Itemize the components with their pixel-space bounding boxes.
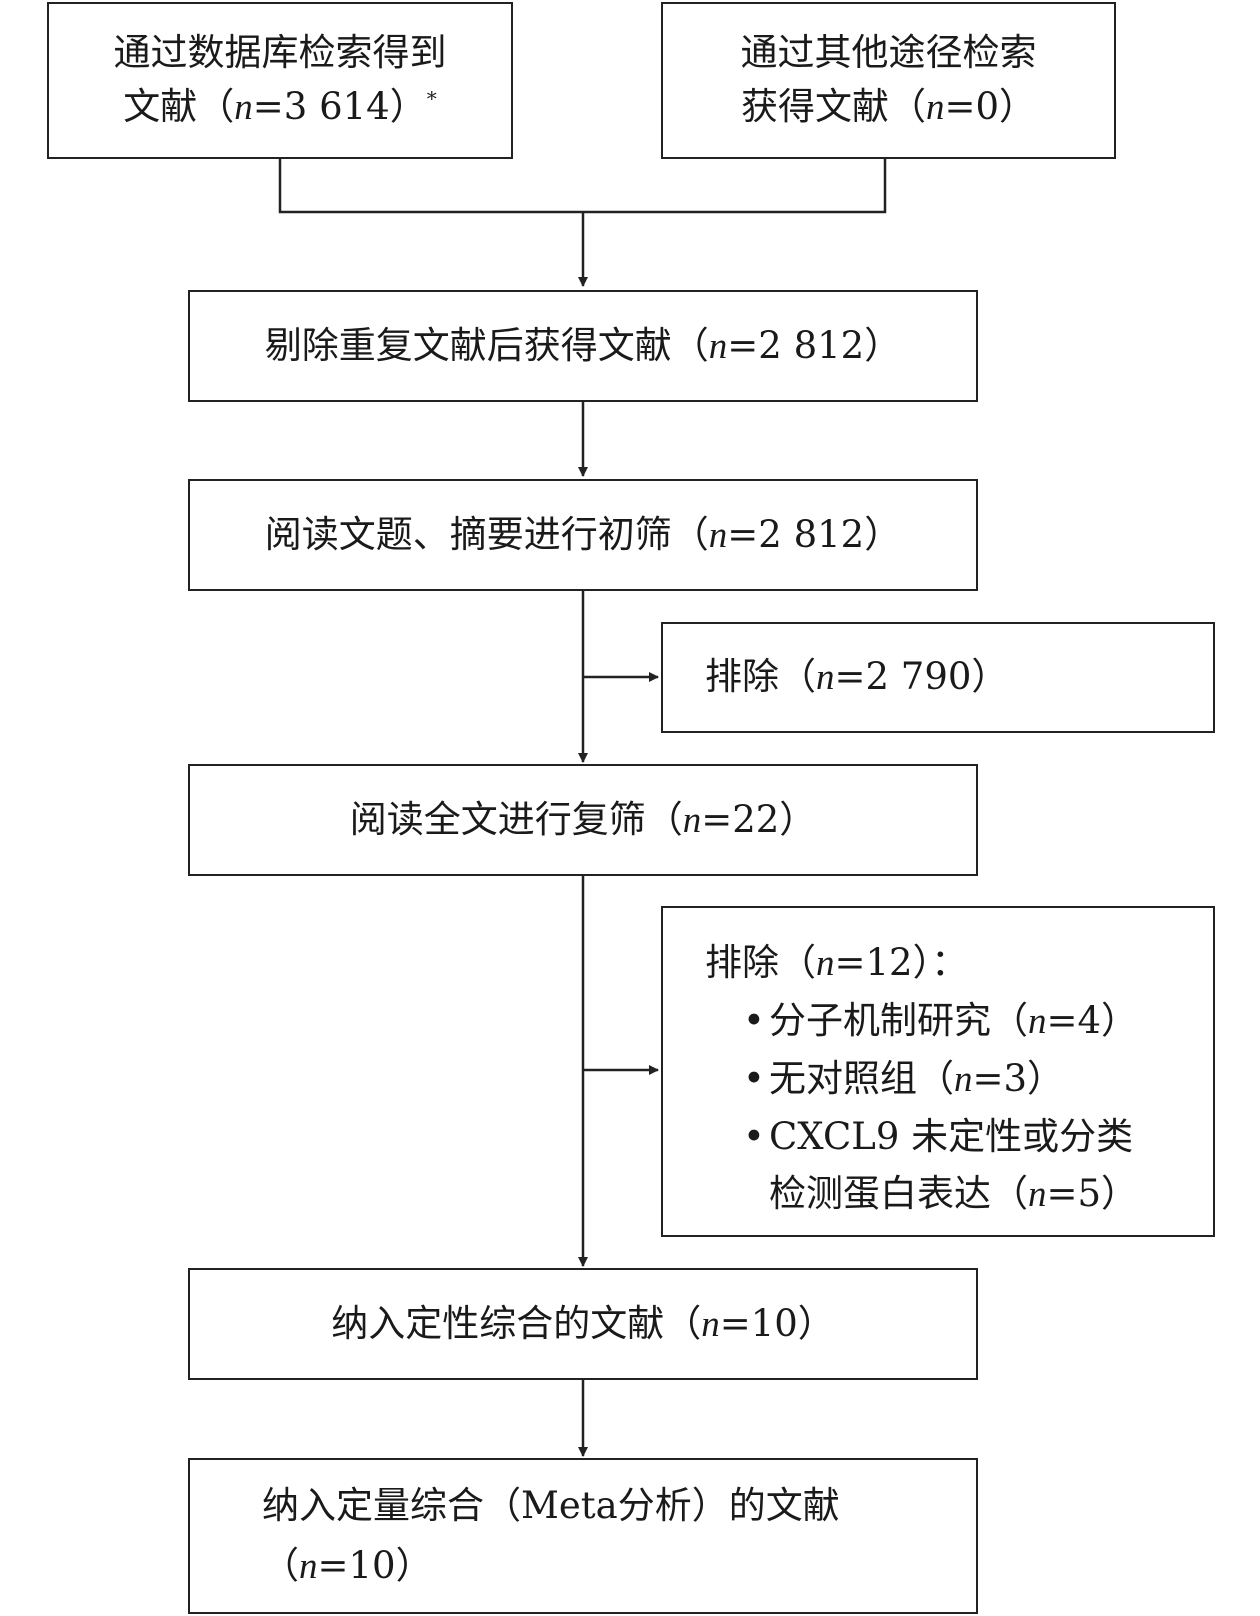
quantitative-box: 纳入定量综合（Meta分析）的文献 （n=10）	[188, 1458, 978, 1614]
screening-box: 阅读文题、摘要进行初筛（n=2 812）	[188, 479, 978, 591]
other-sources-box: 通过其他途径检索 获得文献（n=0）	[661, 2, 1116, 159]
footnote-mark: *	[426, 86, 437, 111]
qualitative-box: 纳入定性综合的文献（n=10）	[188, 1268, 978, 1380]
exclusion-box-2: 排除（n=12）： •分子机制研究（n=4） •无对照组（n=3） •CXCL9…	[661, 906, 1215, 1237]
quantitative-line1: 纳入定量综合（Meta分析）的文献	[262, 1483, 840, 1527]
exclusion-reason-3: •CXCL9 未定性或分类	[743, 1115, 1134, 1158]
exclusion-2-heading: 排除（n=12）：	[705, 941, 969, 984]
quantitative-line2: （n=10）	[262, 1543, 433, 1587]
exclusion-box-1: 排除（n=2 790）	[661, 622, 1215, 733]
qualitative-text: 纳入定性综合的文献（n=10）	[331, 1301, 835, 1345]
database-search-box: 通过数据库检索得到 文献（n=3 614）*	[47, 2, 513, 159]
fulltext-box: 阅读全文进行复筛（n=22）	[188, 764, 978, 876]
database-line1: 通过数据库检索得到	[113, 31, 447, 74]
exclusion-1-text: 排除（n=2 790）	[705, 655, 1009, 698]
dedup-box: 剔除重复文献后获得文献（n=2 812）	[188, 290, 978, 402]
other-line1: 通过其他途径检索	[740, 31, 1037, 74]
other-line2: 获得文献（n=0）	[740, 85, 1037, 128]
dedup-text: 剔除重复文献后获得文献（n=2 812）	[264, 323, 902, 367]
merge-connector	[278, 158, 887, 214]
exclusion-reason-2: •无对照组（n=3）	[743, 1057, 1065, 1100]
exclusion-reason-1: •分子机制研究（n=4）	[743, 999, 1139, 1042]
database-line2: 文献（n=3 614）*	[123, 85, 437, 128]
fulltext-text: 阅读全文进行复筛（n=22）	[349, 797, 817, 841]
exclusion-reason-3-cont: 检测蛋白表达（n=5）	[769, 1172, 1139, 1215]
screening-text: 阅读文题、摘要进行初筛（n=2 812）	[264, 512, 902, 556]
